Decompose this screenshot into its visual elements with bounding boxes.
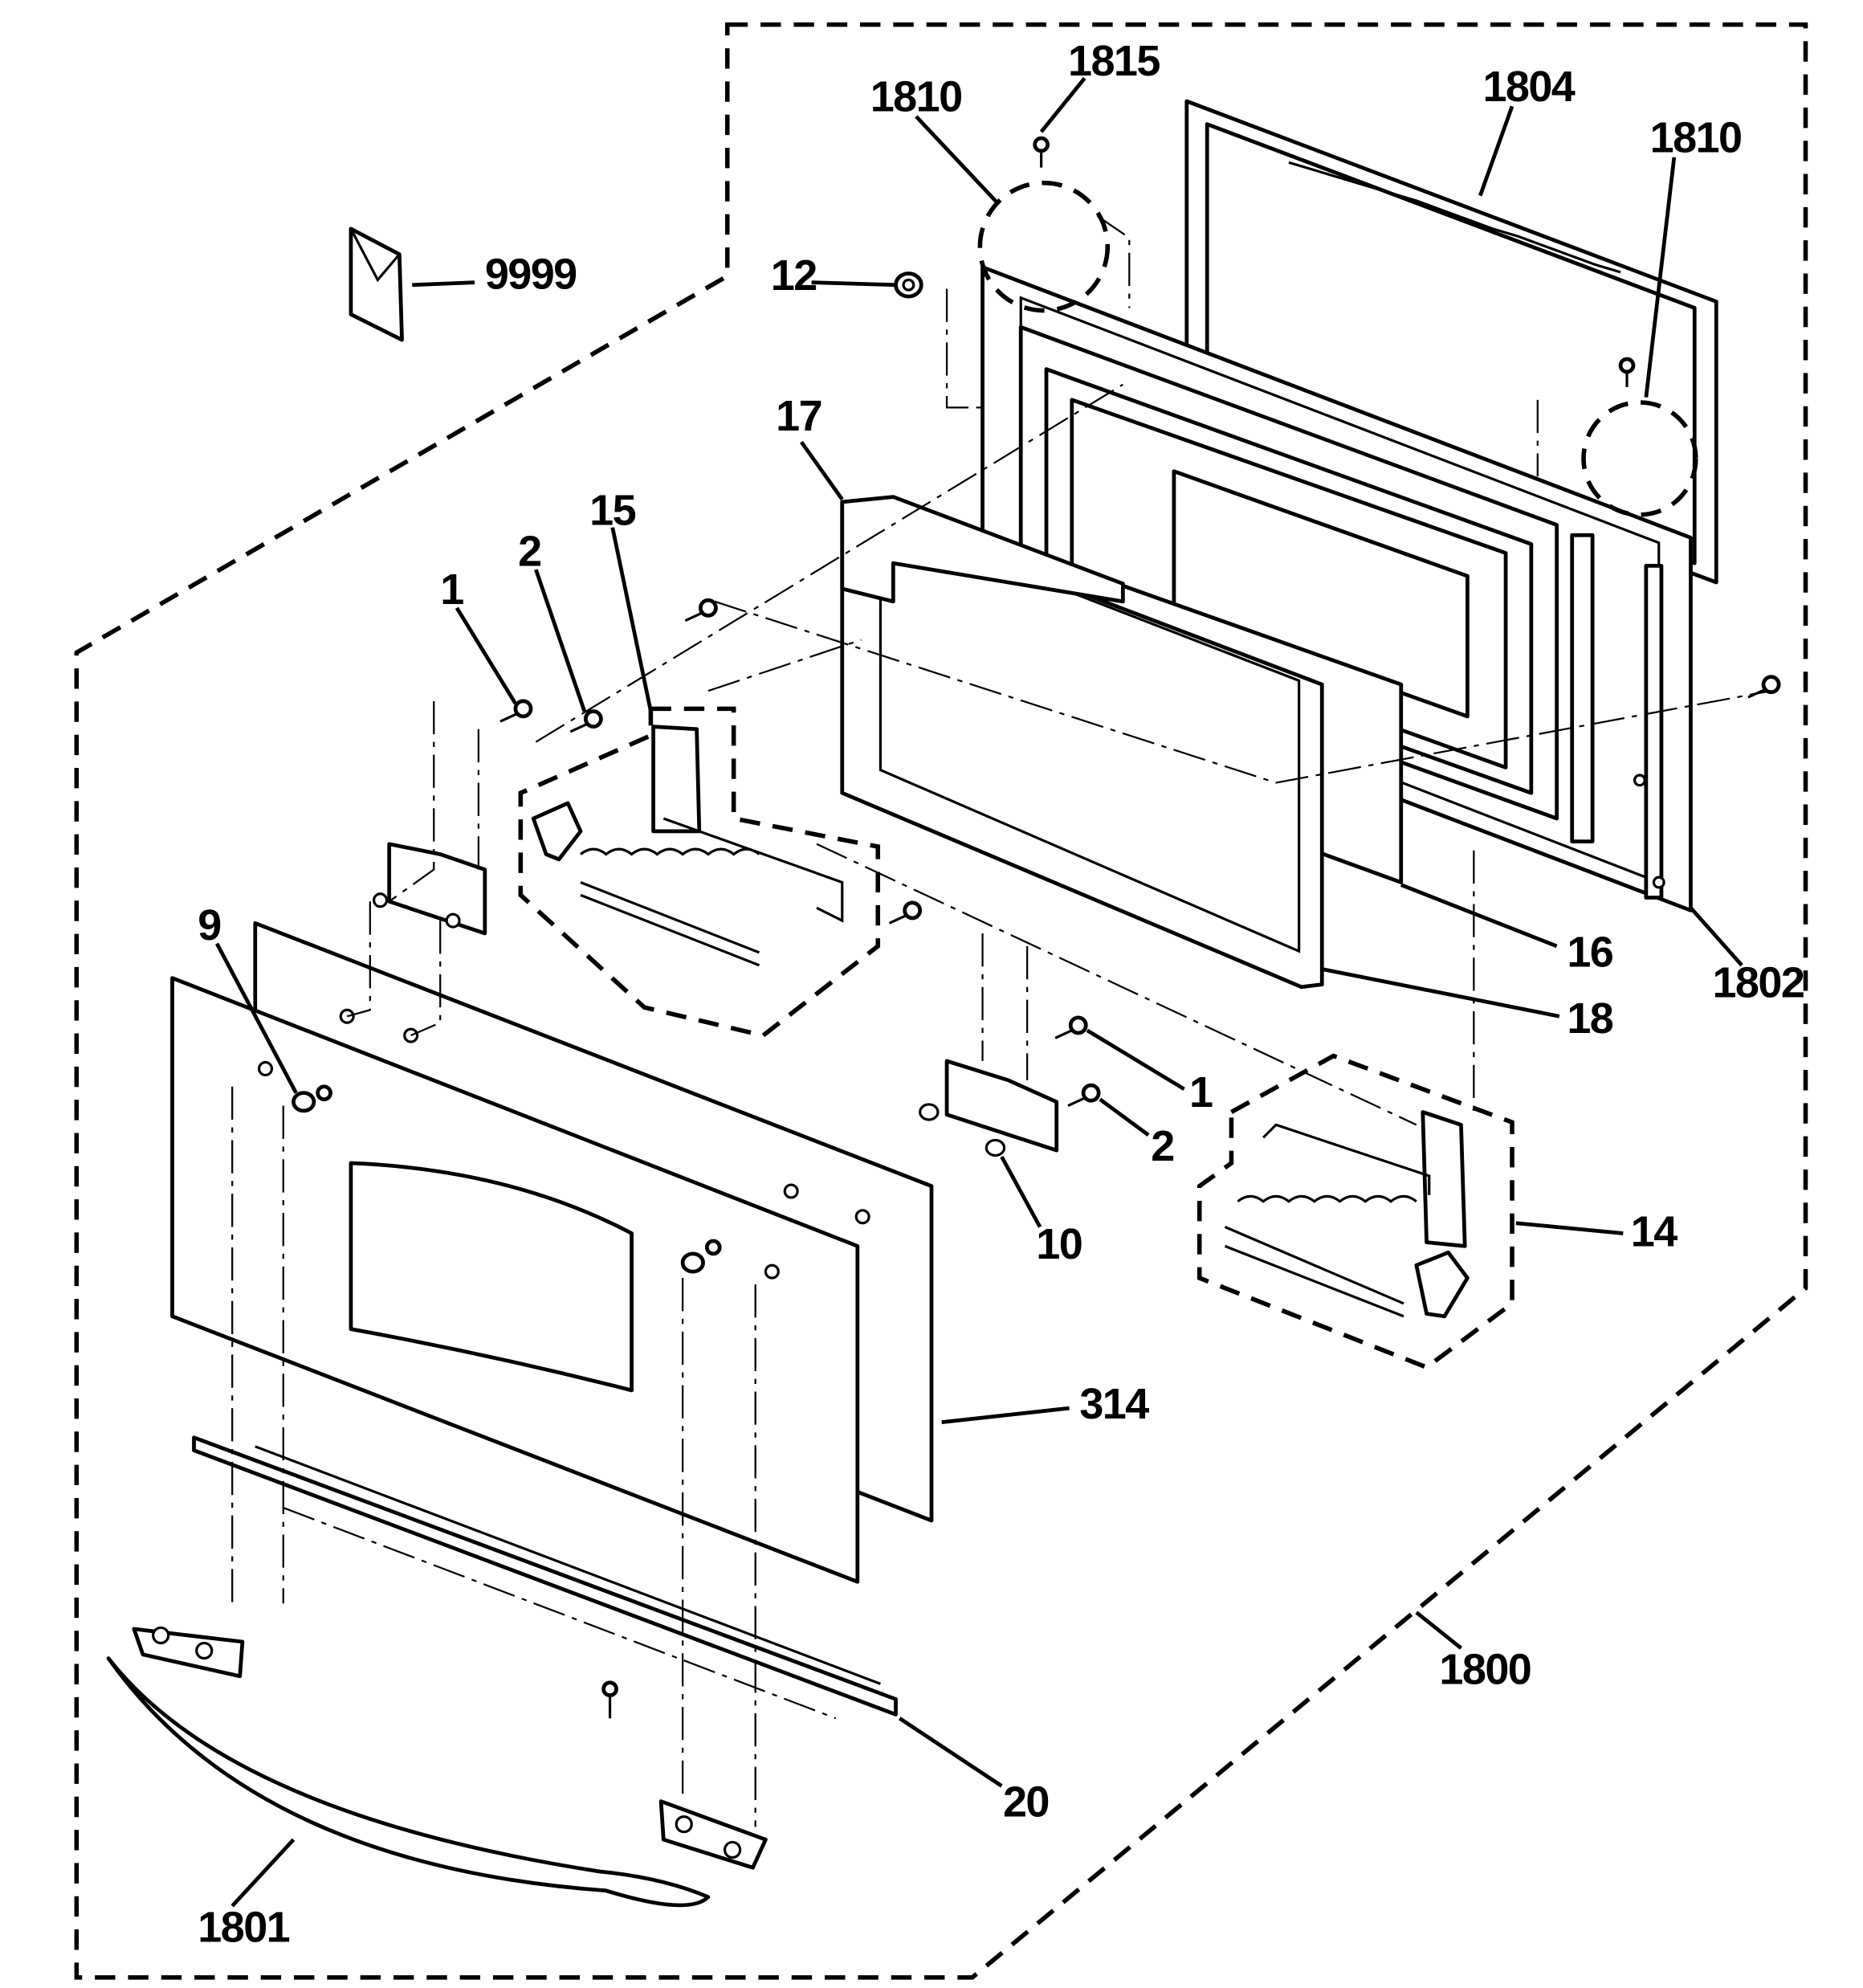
leader-lines: [215, 76, 1743, 1908]
label-1804: 1804: [1482, 63, 1575, 111]
part-14-hinge-assembly: [1196, 1053, 1514, 1370]
label-314: 314: [1079, 1380, 1149, 1428]
part-17-top-channel: [840, 495, 1125, 604]
label-1-upper: 1: [440, 565, 463, 614]
label-1800: 1800: [1439, 1645, 1531, 1693]
hinge-bracket-right: [921, 1059, 1059, 1156]
label-12: 12: [771, 251, 817, 300]
part-15-hinge-assembly: [518, 706, 881, 1039]
hinge-bracket-left: [372, 842, 487, 936]
label-1810-right: 1810: [1650, 114, 1742, 162]
part-1801-handle: [106, 1626, 768, 1908]
label-10: 10: [1036, 1220, 1082, 1268]
fasteners: [499, 136, 1781, 1719]
label-1801: 1801: [198, 1903, 289, 1951]
label-1-lower: 1: [1189, 1068, 1213, 1116]
label-9999: 9999: [485, 251, 577, 299]
label-17: 17: [776, 392, 821, 440]
part-9-spacer: [291, 1084, 722, 1274]
label-1815: 1815: [1068, 37, 1160, 85]
label-2-lower: 2: [1151, 1122, 1173, 1170]
part-18-inner-panel: [840, 500, 1404, 990]
detail-circle-1810-right: [1581, 400, 1698, 517]
label-9: 9: [198, 901, 221, 949]
door-outer-panel: [170, 976, 870, 1584]
alignment-lines: [231, 215, 1771, 1827]
label-1810-left: 1810: [870, 73, 962, 121]
label-1802: 1802: [1712, 958, 1804, 1006]
label-15: 15: [589, 487, 635, 535]
label-2-upper: 2: [518, 527, 540, 575]
label-18: 18: [1567, 994, 1612, 1043]
callout-labels: 1815 1810 1804 1810 9999 12 17 15 2 1 9 …: [198, 37, 1805, 1951]
part-9999-literature: [349, 227, 404, 342]
detail-circle-1810-left: [977, 180, 1111, 313]
label-16: 16: [1567, 928, 1612, 976]
label-14: 14: [1631, 1207, 1678, 1255]
part-16-glass-pack: [1018, 325, 1559, 821]
label-20: 20: [1003, 1778, 1049, 1827]
part-20-trim-strip: [192, 1435, 898, 1717]
